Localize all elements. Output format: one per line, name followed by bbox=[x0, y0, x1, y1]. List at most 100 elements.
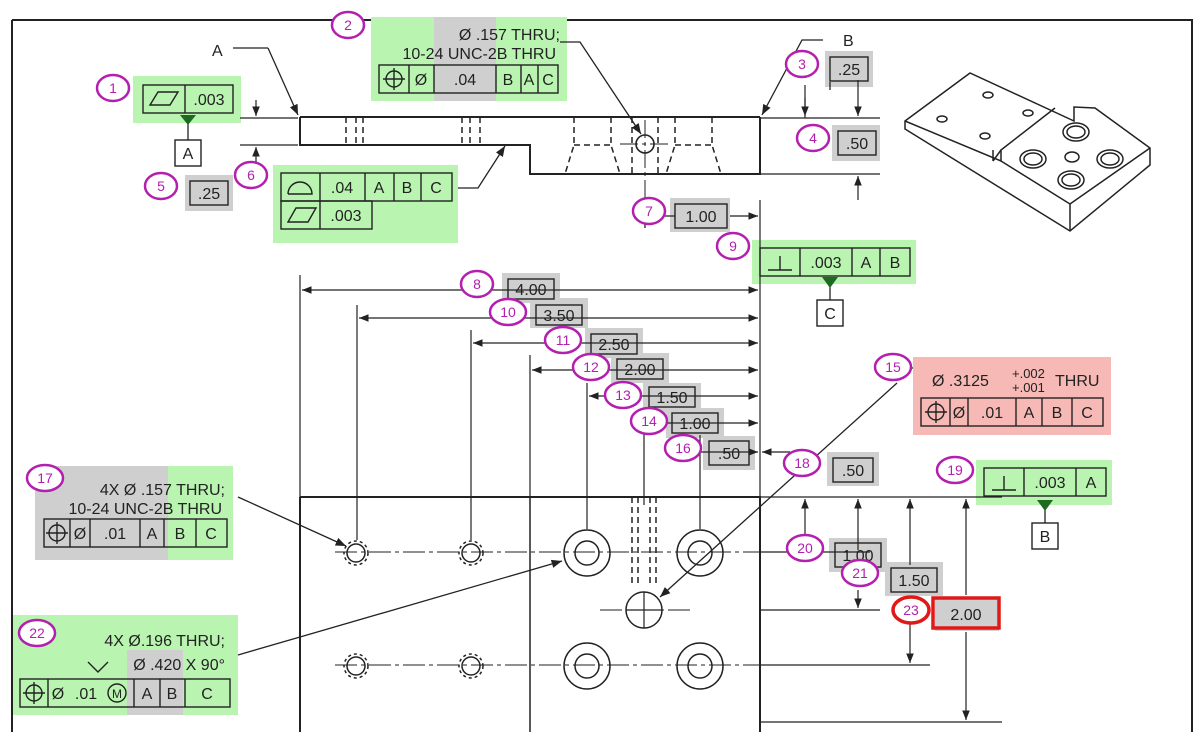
balloon-20-label: 20 bbox=[797, 540, 813, 556]
top-view-holes bbox=[343, 529, 724, 690]
balloon-22-label: 22 bbox=[29, 625, 45, 641]
fcf-6a-tolerance: .04 bbox=[331, 180, 353, 197]
balloon-9[interactable]: 9 bbox=[715, 231, 751, 261]
balloon-17-label: 17 bbox=[37, 470, 53, 486]
balloon-16[interactable]: 16 bbox=[663, 433, 703, 463]
balloon-7-label: 7 bbox=[645, 203, 653, 219]
fcf-15-datum-2: B bbox=[1052, 405, 1063, 422]
note-22-line2: Ø .420 X 90° bbox=[133, 657, 225, 674]
note-15-upper-tol: +.002 bbox=[1012, 366, 1045, 381]
balloon-17[interactable]: 17 bbox=[25, 463, 65, 493]
datum-box-a: A bbox=[183, 146, 194, 163]
balloon-3[interactable]: 3 bbox=[784, 49, 820, 79]
fcf-22-datum-2: B bbox=[167, 686, 178, 703]
balloon-3-label: 3 bbox=[798, 56, 806, 72]
fcf-2-datum-3: C bbox=[542, 72, 554, 89]
fcf-1-tolerance: .003 bbox=[193, 92, 224, 109]
balloon-13-label: 13 bbox=[615, 387, 631, 403]
balloon-14[interactable]: 14 bbox=[629, 406, 669, 436]
dim-23: 2.00 bbox=[950, 607, 981, 624]
balloon-19-label: 19 bbox=[947, 462, 963, 478]
fcf-17-datum-2: B bbox=[175, 526, 186, 543]
fcf-frames bbox=[19, 64, 1107, 708]
fcf-22-tolerance: .01 bbox=[75, 686, 97, 703]
front-hole-circle bbox=[635, 134, 655, 154]
fcf-6a-datum-2: B bbox=[402, 180, 413, 197]
balloon-12[interactable]: 12 bbox=[571, 352, 611, 382]
fcf-22-datum-1: A bbox=[142, 686, 153, 703]
balloon-23-selected[interactable]: 23 bbox=[891, 595, 931, 625]
balloon-15[interactable]: 15 bbox=[873, 352, 913, 382]
balloon-10[interactable]: 10 bbox=[488, 297, 528, 327]
balloon-21-label: 21 bbox=[852, 565, 868, 581]
datum-box-b: B bbox=[1040, 529, 1051, 546]
note-15-size: Ø .3125 bbox=[932, 373, 989, 390]
fcf-2-diameter: Ø bbox=[415, 72, 427, 89]
dim-18: .50 bbox=[842, 463, 864, 480]
balloon-2-label: 2 bbox=[344, 17, 352, 33]
fcf-15-diameter: Ø bbox=[953, 405, 965, 422]
balloon-20[interactable]: 20 bbox=[785, 533, 825, 563]
balloon-13[interactable]: 13 bbox=[603, 380, 643, 410]
dim-5: .25 bbox=[198, 186, 220, 203]
balloon-23-label: 23 bbox=[903, 602, 919, 618]
balloon-1[interactable]: 1 bbox=[95, 73, 131, 103]
balloon-16-label: 16 bbox=[675, 440, 691, 456]
balloon-14-label: 14 bbox=[641, 413, 657, 429]
balloon-18[interactable]: 18 bbox=[782, 448, 822, 478]
fcf-22-modifier: M bbox=[112, 687, 122, 701]
dim-10: 3.50 bbox=[543, 308, 574, 325]
note-2-line1: Ø .157 THRU; bbox=[459, 27, 560, 44]
datum-boxes bbox=[174, 139, 1059, 550]
dim-3: .25 bbox=[838, 62, 860, 79]
balloon-11-label: 11 bbox=[556, 332, 571, 348]
dim-8: 4.00 bbox=[515, 282, 546, 299]
fcf-15-tolerance: .01 bbox=[981, 405, 1003, 422]
isometric-view bbox=[904, 72, 1151, 232]
balloon-21[interactable]: 21 bbox=[840, 558, 880, 588]
fcf-19-datum-1: A bbox=[1086, 475, 1097, 492]
fcf-6a-datum-3: C bbox=[430, 180, 442, 197]
balloon-8[interactable]: 8 bbox=[459, 269, 495, 299]
highlights bbox=[13, 17, 1112, 715]
dim-7: 1.00 bbox=[685, 209, 716, 226]
fcf-6a-datum-1: A bbox=[374, 180, 385, 197]
balloon-18-label: 18 bbox=[794, 455, 810, 471]
balloon-8-label: 8 bbox=[473, 276, 481, 292]
balloon-7[interactable]: 7 bbox=[631, 196, 667, 226]
balloon-11[interactable]: 11 bbox=[543, 325, 583, 355]
front-view-hidden-lines bbox=[345, 117, 722, 175]
fcf-17-tolerance: .01 bbox=[104, 526, 126, 543]
balloon-12-label: 12 bbox=[583, 359, 599, 375]
fcf-9-datum-1: A bbox=[861, 255, 872, 272]
balloon-19[interactable]: 19 bbox=[935, 455, 975, 485]
balloon-10-label: 10 bbox=[500, 304, 516, 320]
dimension-value-boxes bbox=[189, 56, 1001, 630]
note-2-line2: 10-24 UNC-2B THRU bbox=[402, 46, 556, 63]
datum-label-b: B bbox=[843, 33, 854, 50]
datum-box-c: C bbox=[824, 306, 836, 323]
fcf-17-datum-3: C bbox=[205, 526, 217, 543]
balloon-22[interactable]: 22 bbox=[17, 618, 57, 648]
dim-14: 1.00 bbox=[679, 416, 710, 433]
dim-21: 1.50 bbox=[898, 573, 929, 590]
note-15-thru: THRU bbox=[1055, 373, 1099, 390]
balloon-6[interactable]: 6 bbox=[233, 160, 269, 190]
drawing-text: A B A C B .25 .50 .25 1.00 4.00 3.50 2.5… bbox=[52, 27, 1100, 703]
balloon-4[interactable]: 4 bbox=[795, 123, 831, 153]
note-17-line2: 10-24 UNC-2B THRU bbox=[68, 501, 222, 518]
balloon-9-label: 9 bbox=[729, 238, 737, 254]
balloon-2[interactable]: 2 bbox=[330, 10, 366, 40]
fcf-15-datum-1: A bbox=[1024, 405, 1035, 422]
balloon-15-label: 15 bbox=[885, 359, 901, 375]
front-view bbox=[240, 116, 880, 175]
fcf-19-tolerance: .003 bbox=[1034, 475, 1065, 492]
balloon-5[interactable]: 5 bbox=[143, 171, 179, 201]
fcf-9-datum-2: B bbox=[890, 255, 901, 272]
fcf-9-tolerance: .003 bbox=[810, 255, 841, 272]
fcf-2-datum-1: B bbox=[503, 72, 514, 89]
balloon-1-label: 1 bbox=[109, 80, 117, 96]
note-15-lower-tol: +.001 bbox=[1012, 380, 1045, 395]
dim-4: .50 bbox=[846, 136, 868, 153]
